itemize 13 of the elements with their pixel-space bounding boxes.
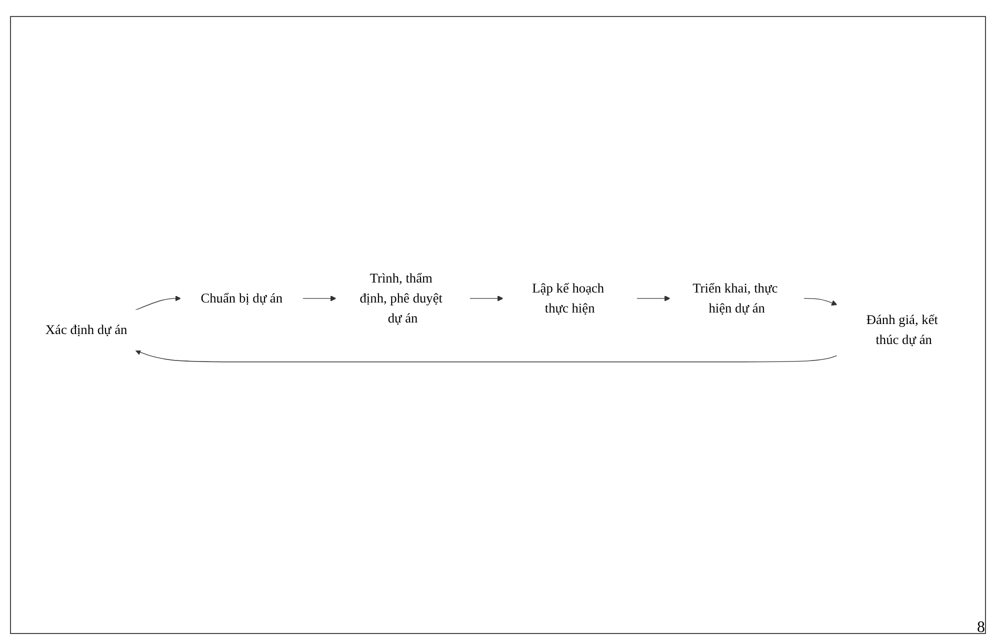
arrow: [803, 298, 838, 306]
arrow: [302, 295, 336, 302]
node-text: Chuẩn bị dự án: [200, 290, 283, 306]
node-text: Xác định dự án: [45, 322, 128, 338]
node-text: Đánh giá, kết thúc dự án: [866, 312, 938, 348]
arrow: [636, 295, 670, 302]
node-text: Triển khai, thực hiện dự án: [692, 280, 778, 316]
node-text: Trình, thẩm định, phê duyệt dự án: [360, 270, 443, 326]
arrow: [135, 295, 181, 310]
node-text: Lập kế hoạch thực hiện: [532, 280, 604, 316]
page-number: 8: [977, 619, 985, 636]
arrow: [469, 295, 504, 302]
arrow: [135, 349, 838, 362]
